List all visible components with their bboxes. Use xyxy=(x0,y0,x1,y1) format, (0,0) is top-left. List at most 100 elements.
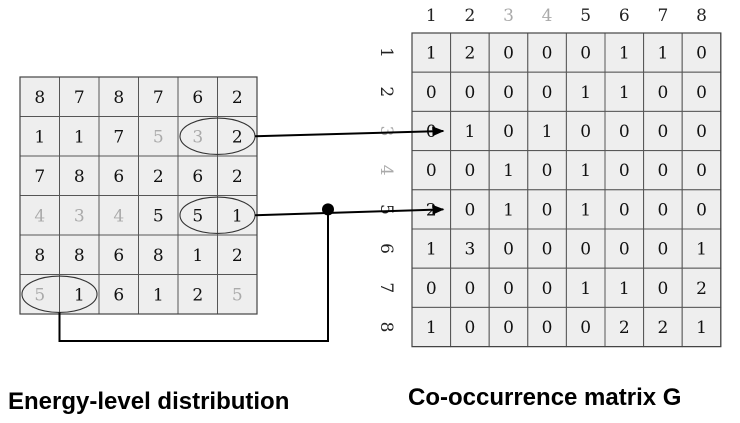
energy-cell-value: 7 xyxy=(74,88,85,108)
matrix-cell-value: 0 xyxy=(503,318,514,338)
matrix-cell-value: 0 xyxy=(542,240,553,260)
matrix-column-label: 8 xyxy=(696,6,707,26)
matrix-cell-value: 1 xyxy=(464,122,475,142)
matrix-cell-value: 0 xyxy=(503,279,514,299)
matrix-cell-value: 1 xyxy=(580,279,591,299)
matrix-cell-value: 0 xyxy=(426,83,437,103)
energy-cell-value: 1 xyxy=(232,206,243,226)
matrix-cell-value: 0 xyxy=(580,122,591,142)
energy-cell-value: 3 xyxy=(74,206,85,226)
energy-cell xyxy=(217,76,258,117)
matrix-cell-value: 0 xyxy=(696,161,707,181)
matrix-frame xyxy=(411,32,722,348)
matrix-cell-value: 0 xyxy=(464,83,475,103)
energy-cell xyxy=(217,116,258,157)
energy-cell-value: 3 xyxy=(192,127,203,147)
energy-cell xyxy=(59,195,100,236)
energy-cell-value: 7 xyxy=(113,127,124,147)
matrix-column-label: 6 xyxy=(619,6,630,26)
matrix-row-label: 6 xyxy=(376,243,396,254)
matrix-cell xyxy=(604,189,645,230)
energy-cell xyxy=(138,234,179,275)
energy-cell-value: 8 xyxy=(74,167,85,187)
matrix-cell xyxy=(488,189,529,230)
matrix-cell-value: 0 xyxy=(542,161,553,181)
matrix-cell-value: 0 xyxy=(503,83,514,103)
matrix-cell-value: 1 xyxy=(426,318,437,338)
energy-cell xyxy=(19,195,60,236)
matrix-cell xyxy=(450,306,490,348)
matrix-cell xyxy=(488,228,529,269)
matrix-cell-value: 2 xyxy=(657,318,668,338)
energy-cell-value: 8 xyxy=(153,246,164,266)
energy-cell xyxy=(217,155,258,196)
matrix-cell xyxy=(527,150,567,191)
matrix-cell-value: 0 xyxy=(464,200,475,220)
energy-cell-value: 1 xyxy=(34,127,45,147)
matrix-cell-value: 0 xyxy=(542,318,553,338)
matrix-cell-value: 0 xyxy=(464,279,475,299)
matrix-row-label: 2 xyxy=(376,86,396,97)
matrix-cell-value: 1 xyxy=(426,44,437,64)
matrix-column-label: 4 xyxy=(542,6,553,26)
matrix-cell xyxy=(643,150,683,191)
energy-cell-value: 6 xyxy=(192,88,203,108)
matrix-row-label: 7 xyxy=(376,282,396,293)
matrix-cell-value: 0 xyxy=(619,200,630,220)
matrix-cell-value: 0 xyxy=(580,318,591,338)
energy-cell-value: 2 xyxy=(232,246,243,266)
matrix-cell xyxy=(643,306,683,348)
matrix-column-label: 1 xyxy=(426,6,437,26)
energy-cell-value: 2 xyxy=(232,167,243,187)
matrix-cell xyxy=(643,71,683,112)
matrix-cell-value: 0 xyxy=(464,161,475,181)
energy-cell xyxy=(59,76,100,117)
energy-cell xyxy=(59,155,100,196)
energy-cell xyxy=(138,195,179,236)
energy-cell-value: 5 xyxy=(34,285,45,305)
energy-cell-value: 2 xyxy=(232,127,243,147)
energy-cell-value: 5 xyxy=(153,206,164,226)
matrix-row-label: 3 xyxy=(376,126,396,137)
matrix-cell-value: 0 xyxy=(696,200,707,220)
matrix-cell xyxy=(643,110,683,152)
matrix-cell-value: 1 xyxy=(619,279,630,299)
energy-cell xyxy=(19,274,60,315)
matrix-cell-value: 2 xyxy=(464,44,475,64)
matrix-cell-value: 0 xyxy=(503,122,514,142)
matrix-cell-value: 0 xyxy=(503,44,514,64)
matrix-cell-value: 0 xyxy=(696,122,707,142)
matrix-cell-value: 0 xyxy=(542,44,553,64)
matrix-cell-value: 0 xyxy=(657,161,668,181)
matrix-row-label: 5 xyxy=(376,204,396,215)
matrix-cell xyxy=(488,150,529,191)
connector-path xyxy=(58,209,329,342)
matrix-cell-value: 1 xyxy=(696,240,707,260)
matrix-cell-value: 0 xyxy=(426,161,437,181)
energy-cell-value: 1 xyxy=(192,246,203,266)
matrix-cell-value: 1 xyxy=(426,240,437,260)
matrix-cell-value: 0 xyxy=(464,318,475,338)
matrix-cell xyxy=(488,110,529,152)
matrix-cell-value: 1 xyxy=(580,83,591,103)
connector-arrow xyxy=(254,204,445,217)
matrix-cell-value: 0 xyxy=(619,161,630,181)
matrix-cell-value: 3 xyxy=(464,240,475,260)
connector-arrow xyxy=(254,126,445,138)
matrix-cell-value: 0 xyxy=(619,240,630,260)
matrix-cell-value: 1 xyxy=(580,161,591,181)
energy-cell-value: 8 xyxy=(34,88,45,108)
energy-cell-value: 6 xyxy=(192,167,203,187)
energy-cell-value: 6 xyxy=(113,285,124,305)
matrix-cell-value: 0 xyxy=(580,44,591,64)
matrix-cell-value: 0 xyxy=(657,240,668,260)
matrix-cell xyxy=(681,110,722,152)
matrix-cell xyxy=(488,71,529,112)
matrix-cell-value: 0 xyxy=(542,279,553,299)
energy-grid-caption: Energy-level distribution xyxy=(8,388,290,415)
matrix-column-label: 3 xyxy=(503,6,514,26)
matrix-cell-value: 1 xyxy=(503,161,514,181)
matrix-cell-value: 0 xyxy=(696,83,707,103)
matrix-cell xyxy=(604,150,645,191)
